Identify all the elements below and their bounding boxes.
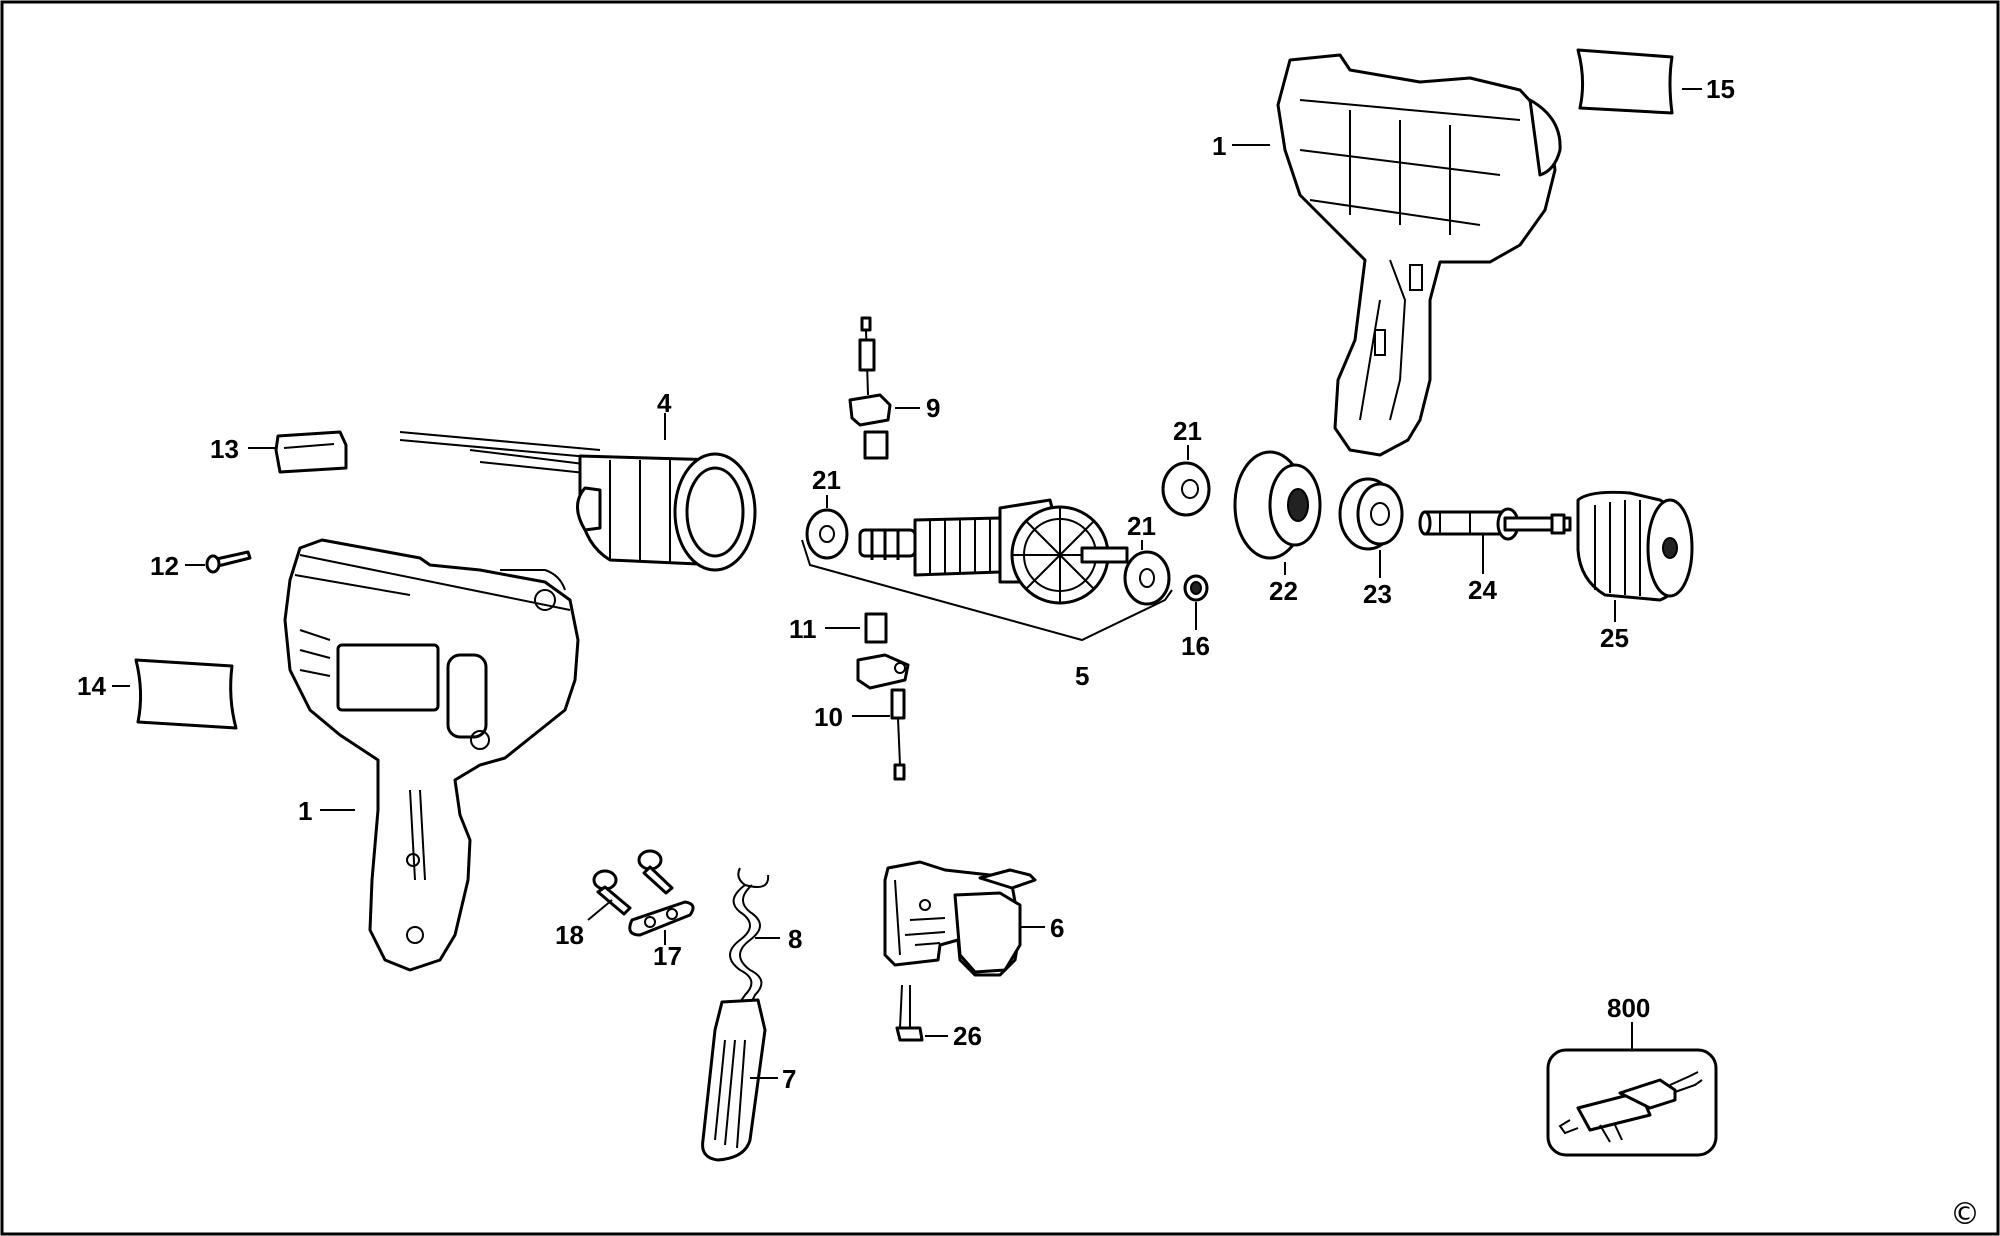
callout-22: 22 <box>1269 576 1298 606</box>
part-21-washer-top <box>1161 461 1211 517</box>
callout-14: 14 <box>77 671 106 701</box>
callout-21-left: 21 <box>812 465 841 495</box>
callout-25: 25 <box>1600 623 1629 653</box>
part-10-brush-holder <box>856 653 910 781</box>
callout-26: 26 <box>953 1021 982 1051</box>
part-18-screws <box>592 849 674 916</box>
part-800-service-kit <box>1546 1048 1718 1157</box>
part-1-housing-right <box>1276 53 1562 457</box>
part-13-block <box>274 430 348 474</box>
copyright-mark: © <box>1950 1197 1980 1232</box>
callout-12: 12 <box>150 551 179 581</box>
callout-11: 11 <box>789 614 817 644</box>
callout-21-right: 21 <box>1127 511 1156 541</box>
callout-13: 13 <box>210 434 239 464</box>
callout-23: 23 <box>1363 579 1392 609</box>
part-12-screw <box>205 550 252 574</box>
callout-9: 9 <box>926 393 940 423</box>
callout-10: 10 <box>814 702 843 732</box>
callout-16: 16 <box>1181 631 1210 661</box>
callout-18: 18 <box>555 920 584 950</box>
part-21-washer-right <box>1123 550 1171 606</box>
part-16-small-bearing <box>1183 574 1209 602</box>
callout-6: 6 <box>1050 913 1064 943</box>
part-9-brush-holder <box>848 316 892 460</box>
part-23-washer <box>1338 477 1404 551</box>
part-6-switch <box>883 860 1037 977</box>
part-5-armature <box>801 498 1173 642</box>
part-7-side-handle <box>701 998 767 1162</box>
part-8-handle-band <box>729 867 770 1006</box>
part-25-chuck <box>1576 490 1694 602</box>
callout-15: 15 <box>1706 74 1735 104</box>
callout-17: 17 <box>653 941 682 971</box>
callout-1-bottom: 1 <box>298 796 312 826</box>
callout-8: 8 <box>788 924 802 954</box>
callout-24: 24 <box>1468 575 1497 605</box>
leader-18 <box>587 899 613 921</box>
part-4-field-stator <box>399 431 757 572</box>
part-24-spindle <box>1418 507 1572 541</box>
part-17-clamp <box>628 900 695 937</box>
part-1-housing-left <box>283 538 580 972</box>
part-14-label <box>134 658 238 730</box>
callout-1-top: 1 <box>1212 131 1226 161</box>
callout-7: 7 <box>782 1064 796 1094</box>
part-11-brush <box>864 612 888 644</box>
part-15-label <box>1576 48 1674 115</box>
callout-5: 5 <box>1075 661 1089 691</box>
part-26-terminal <box>895 984 924 1042</box>
part-21-washer-left <box>805 508 849 560</box>
callout-800: 800 <box>1607 993 1650 1023</box>
part-22-bearing <box>1233 450 1322 560</box>
callout-21-top: 21 <box>1173 416 1202 446</box>
callout-4: 4 <box>657 388 672 418</box>
